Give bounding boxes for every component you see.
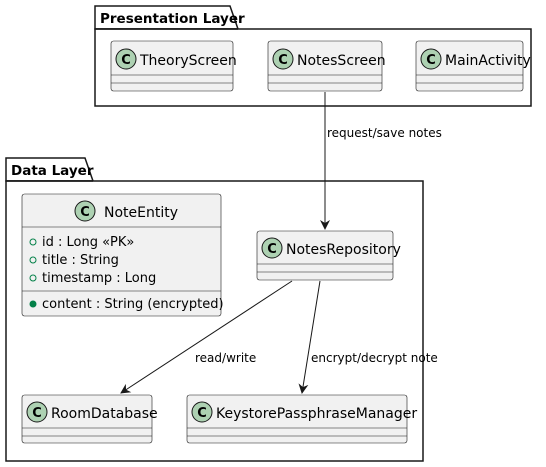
class-notes-repository[interactable]: C NotesRepository — [256, 230, 401, 281]
svg-text:id : Long «PK»: id : Long «PK» — [42, 235, 134, 250]
edge-label: request/save notes — [327, 126, 442, 140]
field-timestamp: timestamp : Long — [29, 271, 156, 286]
package-title: Presentation Layer — [100, 11, 245, 27]
svg-text:C: C — [121, 53, 131, 68]
field-content: content : String (encrypted) — [29, 297, 224, 312]
edge-label: encrypt/decrypt note — [311, 351, 438, 365]
class-name: RoomDatabase — [51, 406, 158, 422]
svg-text:C: C — [32, 406, 42, 421]
class-keystore-passphrase-manager[interactable]: C KeystorePassphraseManager — [186, 394, 417, 444]
class-notes-screen[interactable]: C NotesScreen — [267, 40, 386, 92]
class-stereotype-icon: C — [74, 200, 96, 222]
public-visibility-icon — [29, 256, 37, 264]
class-name: MainActivity — [445, 53, 531, 69]
field-title: title : String — [29, 253, 119, 268]
class-name: NoteEntity — [104, 205, 178, 221]
svg-text:C: C — [426, 53, 436, 68]
svg-text:timestamp : Long: timestamp : Long — [42, 271, 156, 286]
edge-label: read/write — [195, 351, 256, 365]
field-id: id : Long «PK» — [29, 235, 134, 250]
svg-text:title : String: title : String — [42, 253, 119, 268]
package-title: Data Layer — [11, 163, 94, 179]
svg-text:C: C — [80, 205, 90, 220]
svg-text:C: C — [278, 53, 288, 68]
class-stereotype-icon: C — [191, 401, 213, 423]
class-room-database[interactable]: C RoomDatabase — [21, 394, 158, 444]
class-stereotype-icon: C — [115, 48, 137, 70]
class-name: NotesRepository — [286, 242, 401, 258]
class-stereotype-icon: C — [272, 48, 294, 70]
class-note-entity[interactable]: C NoteEntity id : Long «PK» title : Stri… — [21, 193, 224, 317]
class-name: NotesScreen — [297, 53, 386, 69]
svg-text:C: C — [267, 242, 277, 257]
public-visibility-icon — [29, 300, 37, 308]
public-visibility-icon — [29, 274, 37, 282]
class-stereotype-icon: C — [26, 401, 48, 423]
edge-read-write: read/write — [120, 280, 293, 394]
class-name: TheoryScreen — [139, 53, 237, 69]
class-main-activity[interactable]: C MainActivity — [415, 40, 531, 92]
svg-text:C: C — [197, 406, 207, 421]
class-stereotype-icon: C — [420, 48, 442, 70]
class-theory-screen[interactable]: C TheoryScreen — [110, 40, 237, 92]
edge-request-save-notes: request/save notes — [320, 92, 442, 230]
class-name: KeystorePassphraseManager — [216, 406, 417, 422]
class-stereotype-icon: C — [261, 237, 283, 259]
svg-text:content : String (encrypted): content : String (encrypted) — [42, 297, 224, 312]
public-visibility-icon — [29, 238, 37, 246]
edge-encrypt-decrypt: encrypt/decrypt note — [298, 280, 438, 394]
